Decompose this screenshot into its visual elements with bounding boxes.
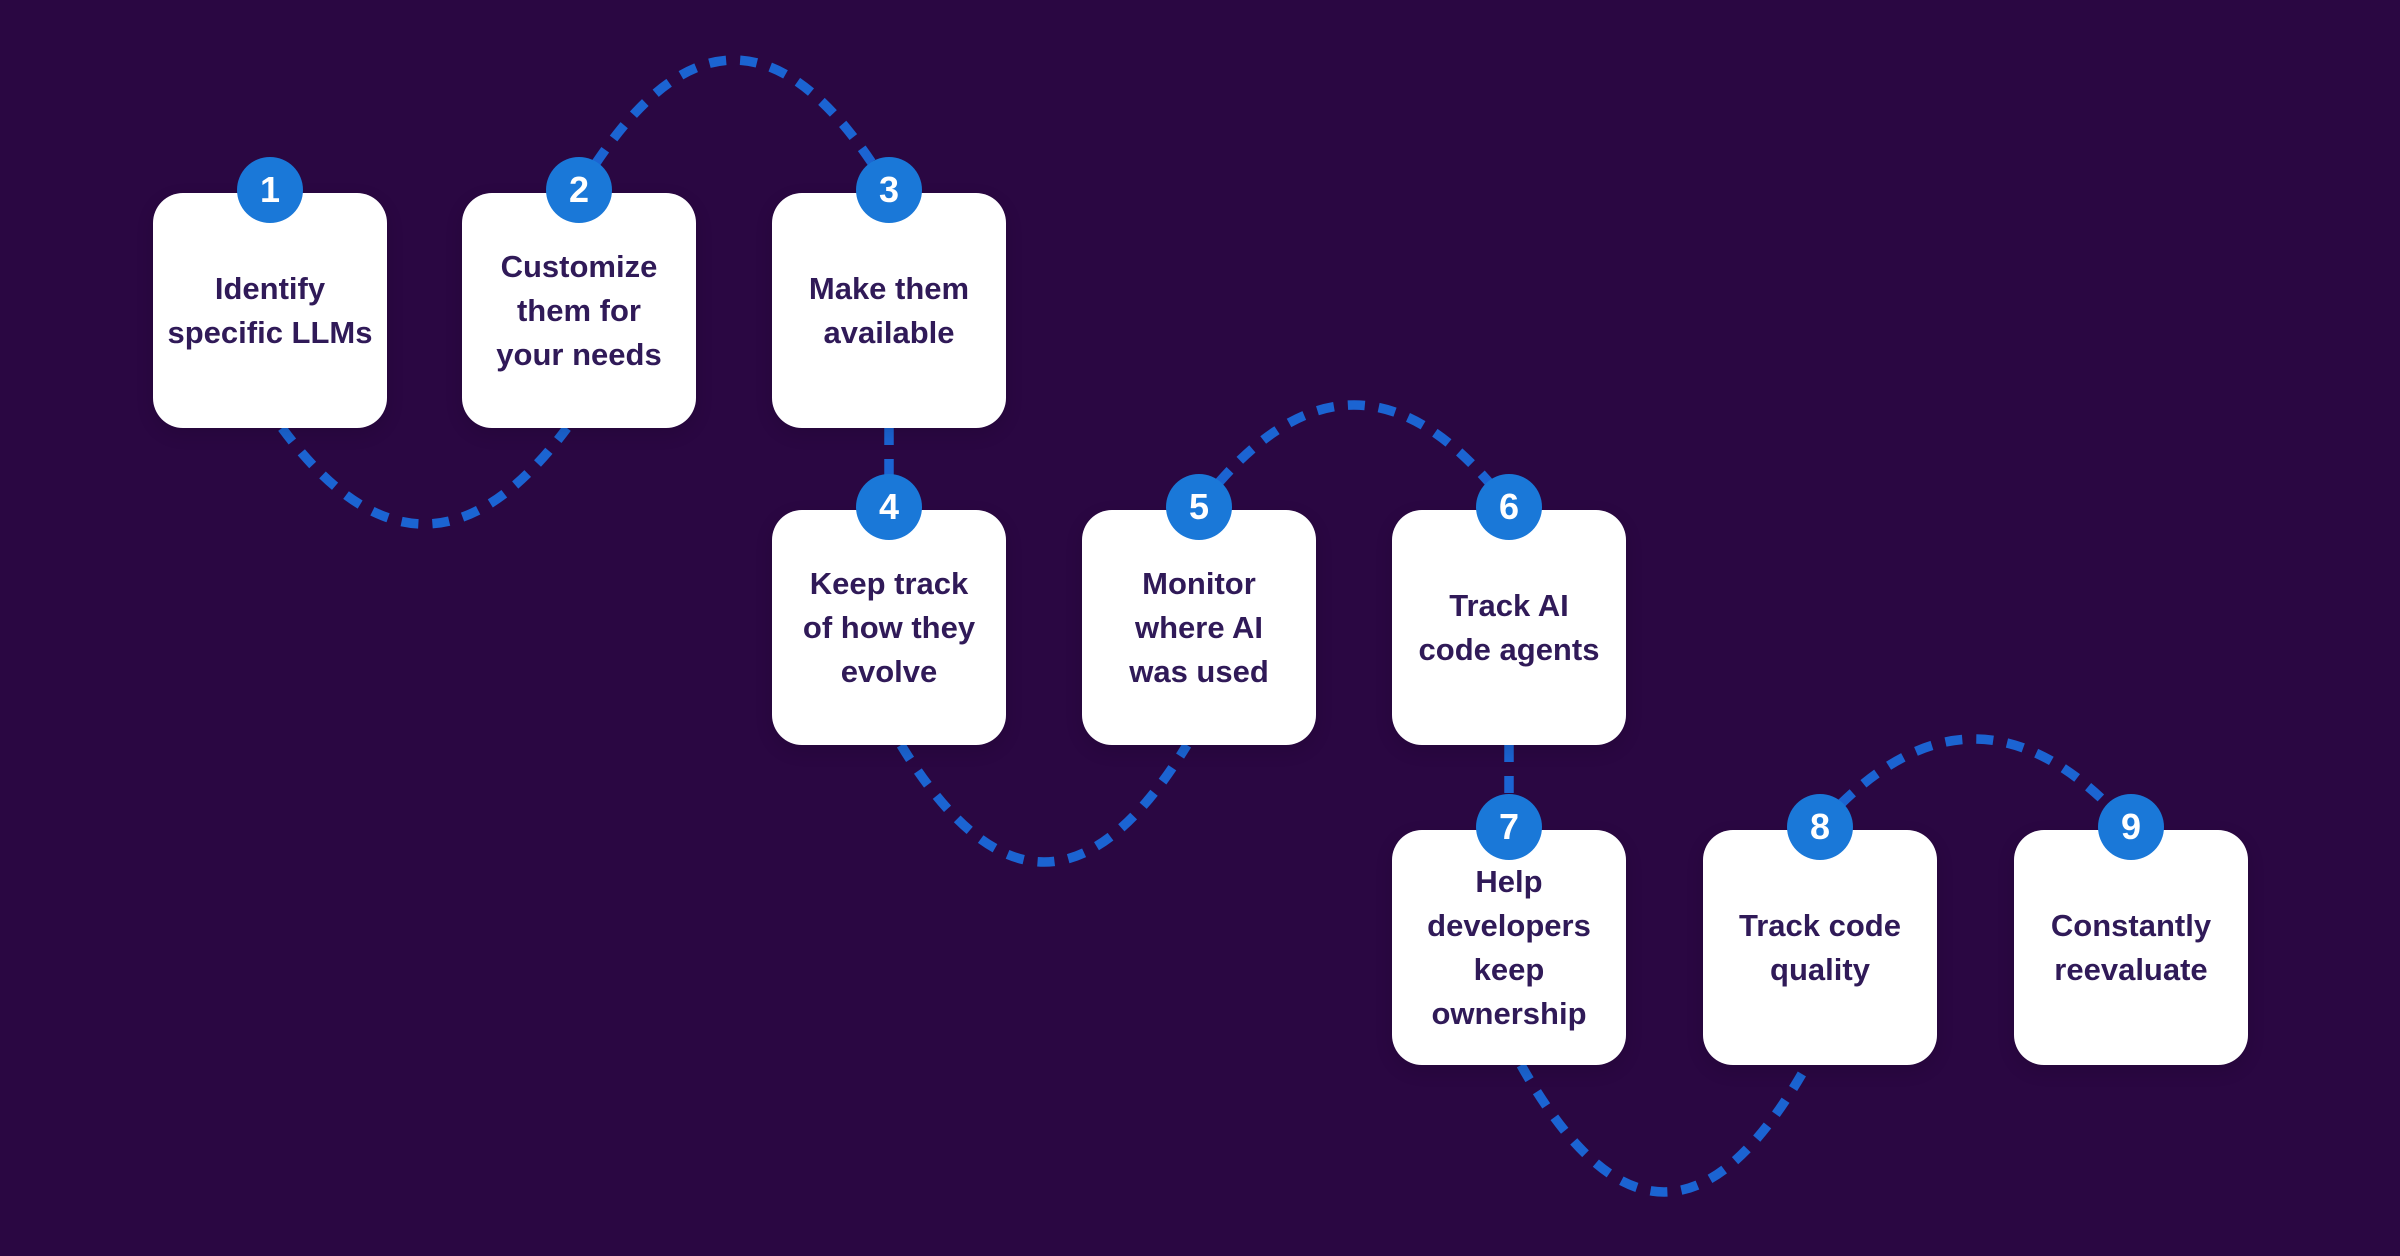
step-number-badge: 3 <box>856 157 922 223</box>
step-card-9: 9 Constantly reevaluate <box>2014 794 2248 1065</box>
step-text: Track AI code agents <box>1418 587 1600 667</box>
step-number-badge: 7 <box>1476 794 1542 860</box>
step-card-4: 4 Keep track of how they evolve <box>772 474 1006 745</box>
step-card-6: 6 Track AI code agents <box>1392 474 1626 745</box>
step-text: Make them available <box>808 270 970 350</box>
connector-arc-5-6 <box>1195 400 1513 510</box>
step-text: Constantly reevaluate <box>2050 907 2212 987</box>
step-text: Customize them for your needs <box>496 248 662 372</box>
step-number-badge: 6 <box>1476 474 1542 540</box>
step-text: Keep track of how they evolve <box>802 565 976 689</box>
step-text: Identify specific LLMs <box>167 270 373 350</box>
step-card-1: 1 Identify specific LLMs <box>153 157 387 428</box>
step-number-badge: 8 <box>1787 794 1853 860</box>
connector-arc-8-9 <box>1815 734 2133 831</box>
step-card-2: 2 Customize them for your needs <box>462 157 696 428</box>
connector-arc-1-2 <box>278 425 571 529</box>
step-text: Help developers keep ownership <box>1427 863 1591 1031</box>
step-number-badge: 2 <box>546 157 612 223</box>
connector-arc-4-5 <box>896 742 1192 867</box>
step-card-3: 3 Make them available <box>772 157 1006 428</box>
step-number-badge: 5 <box>1166 474 1232 540</box>
connector-arc-7-8 <box>1516 1062 1812 1197</box>
step-card-7: 7 Help developers keep ownership <box>1392 794 1626 1065</box>
step-number-badge: 1 <box>237 157 303 223</box>
step-number-badge: 4 <box>856 474 922 540</box>
step-text: Track code quality <box>1739 907 1901 987</box>
step-number-badge: 9 <box>2098 794 2164 860</box>
step-card-5: 5 Monitor where AI was used <box>1082 474 1316 745</box>
step-text: Monitor where AI was used <box>1129 565 1269 689</box>
connector-arc-2-3 <box>574 55 894 193</box>
step-card-8: 8 Track code quality <box>1703 794 1937 1065</box>
